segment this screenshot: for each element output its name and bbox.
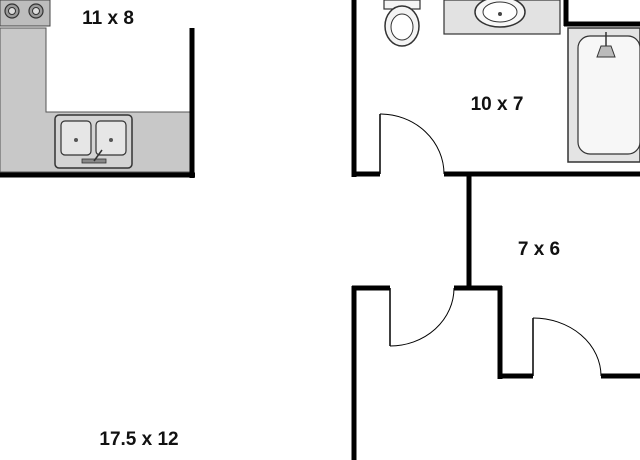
lower-door-icon bbox=[389, 287, 455, 347]
kitchen-dimension-label: 11 x 8 bbox=[82, 8, 134, 29]
bathroom-dimension-label: 10 x 7 bbox=[471, 94, 524, 115]
bathroom-sink-icon bbox=[443, 0, 561, 35]
kitchen-counter bbox=[0, 27, 195, 178]
toilet-icon bbox=[383, 0, 421, 47]
bathroom-door-icon bbox=[379, 113, 445, 175]
closet-dimension-label: 7 x 6 bbox=[518, 239, 560, 260]
double-sink-icon bbox=[54, 114, 133, 169]
bathtub-icon bbox=[567, 27, 640, 163]
bathroom-walls bbox=[351, 0, 640, 177]
closet-door-icon bbox=[532, 317, 602, 377]
living-room-dimension-label: 17.5 x 12 bbox=[99, 429, 178, 450]
stove-icon bbox=[0, 0, 51, 27]
closet-walls bbox=[351, 172, 640, 460]
